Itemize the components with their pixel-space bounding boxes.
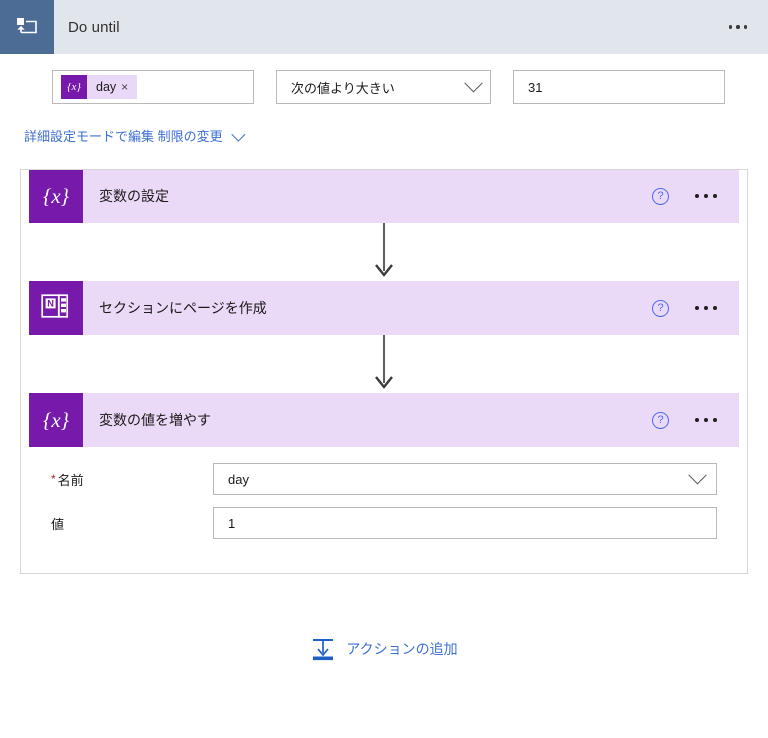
ellipsis-icon (713, 306, 717, 310)
action-title: 変数の値を増やす (99, 412, 211, 428)
add-action-button[interactable]: アクションの追加 (0, 636, 768, 662)
do-until-loop-icon (0, 0, 54, 54)
action-ellipsis-menu[interactable] (695, 418, 717, 422)
variable-braces-glyph: {x} (42, 407, 70, 432)
field-label-text: 名前 (57, 472, 84, 488)
required-marker: * (51, 472, 56, 486)
do-until-header: Do until (0, 0, 768, 54)
page-title: Do until (68, 18, 120, 36)
ellipsis-icon (713, 194, 717, 198)
edit-advanced-mode-label: 詳細設定モードで編集 (24, 129, 155, 144)
ellipsis-icon (695, 306, 699, 310)
do-until-body: {x} day × 次の値より大きい 31 詳細設定モードで編集 制限の変更 {… (0, 54, 768, 662)
action-card-controls: ? (652, 393, 739, 447)
svg-text:N: N (47, 299, 54, 309)
condition-left-operand-input[interactable]: {x} day × (52, 70, 254, 104)
onenote-icon: N (29, 281, 83, 335)
increment-variable-form: * 名前 day 値 1 (21, 447, 747, 557)
ellipsis-icon (743, 25, 748, 29)
field-label-text: 値 (51, 516, 65, 532)
ellipsis-icon (704, 418, 708, 422)
flow-connector-arrow (21, 223, 747, 281)
action-card-set-variable[interactable]: {x} 変数の設定 ? (29, 169, 739, 223)
header-ellipsis-menu[interactable] (708, 0, 768, 54)
action-title: 変数の設定 (99, 188, 169, 204)
ellipsis-icon (736, 25, 740, 29)
add-action-label: アクションの追加 (346, 641, 458, 657)
condition-value-input[interactable]: 31 (513, 70, 725, 104)
chevron-down-icon (230, 127, 246, 142)
help-circle-icon[interactable]: ? (652, 299, 669, 317)
scope-links: 詳細設定モードで編集 制限の変更 (0, 104, 768, 145)
insert-action-icon (313, 639, 334, 661)
field-label-name: * 名前 (51, 470, 213, 489)
ellipsis-icon (704, 306, 708, 310)
form-row-name: * 名前 day (51, 463, 717, 495)
condition-value-text: 31 (528, 79, 543, 95)
ellipsis-icon (695, 418, 699, 422)
dynamic-content-token[interactable]: {x} day × (61, 75, 138, 99)
condition-operator-select[interactable]: 次の値より大きい (276, 70, 491, 104)
help-circle-icon[interactable]: ? (652, 187, 669, 205)
action-card-controls: ? (652, 281, 739, 335)
chevron-down-icon (464, 73, 483, 92)
action-card-increment-variable[interactable]: {x} 変数の値を増やす ? (29, 393, 739, 447)
variable-braces-icon: {x} (29, 169, 83, 223)
variable-braces-glyph: {x} (42, 183, 70, 208)
variable-braces-icon: {x} (29, 393, 83, 447)
close-icon[interactable]: × (121, 80, 129, 94)
condition-operator-value: 次の値より大きい (291, 80, 395, 96)
help-circle-icon[interactable]: ? (652, 411, 669, 429)
action-ellipsis-menu[interactable] (695, 194, 717, 198)
form-row-value: 値 1 (51, 507, 717, 539)
change-limits-link[interactable]: 制限の変更 (157, 126, 246, 145)
ellipsis-icon (704, 194, 708, 198)
variable-increment-input[interactable]: 1 (213, 507, 717, 539)
flow-connector-arrow (21, 335, 747, 393)
chevron-down-icon (688, 465, 707, 484)
ellipsis-icon (695, 194, 699, 198)
action-card-create-page-in-section[interactable]: N セクションにページを作成 ? (29, 281, 739, 335)
token-label: day (96, 80, 117, 94)
change-limits-label: 制限の変更 (157, 129, 223, 144)
variable-increment-value: 1 (228, 515, 236, 531)
variable-name-select[interactable]: day (213, 463, 717, 495)
ellipsis-icon (728, 25, 733, 29)
variable-name-value: day (228, 471, 249, 487)
variable-braces-icon: {x} (61, 75, 87, 99)
action-title: セクションにページを作成 (99, 300, 267, 316)
field-label-value: 値 (51, 514, 213, 533)
condition-row: {x} day × 次の値より大きい 31 (0, 54, 768, 104)
scope-actions-container: {x} 変数の設定 ? (20, 169, 748, 574)
action-ellipsis-menu[interactable] (695, 306, 717, 310)
action-card-controls: ? (652, 169, 739, 223)
ellipsis-icon (713, 418, 717, 422)
edit-advanced-mode-link[interactable]: 詳細設定モードで編集 (24, 126, 154, 145)
